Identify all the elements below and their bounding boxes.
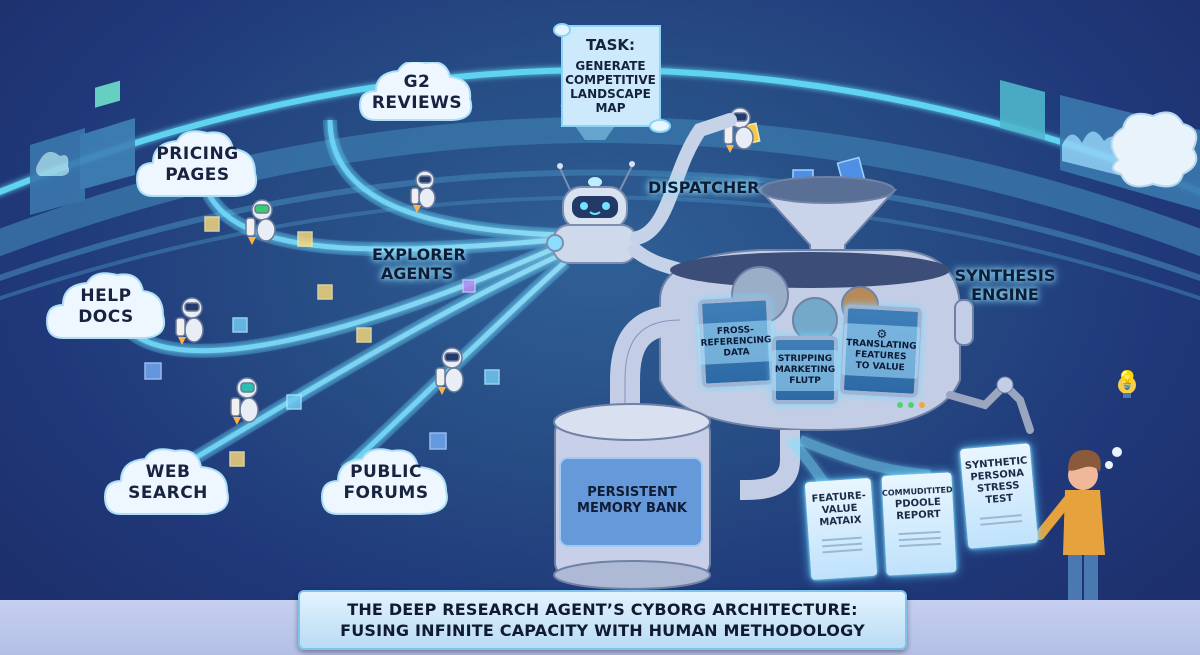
wall-screen-left: [30, 80, 135, 215]
task-scroll: TASK: GENERATE COMPETITIVE LANDSCAPE MAP: [548, 20, 673, 138]
task-heading: TASK:: [585, 36, 636, 54]
task-line: COMPETITIVE: [565, 73, 656, 87]
title-line-1: THE DEEP RESEARCH AGENT’S CYBORG ARCHITE…: [347, 600, 858, 619]
human-researcher: [1035, 111, 1198, 605]
dispatcher-label: DISPATCHER: [648, 178, 760, 197]
task-line: LANDSCAPE: [570, 87, 651, 101]
lightbulb-icon: 💡: [1116, 370, 1139, 391]
task-line: GENERATE: [575, 59, 646, 73]
memory-bank-cylinder: [553, 403, 711, 590]
task-line: MAP: [595, 101, 626, 115]
title-line-2: FUSING INFINITE CAPACITY WITH HUMAN METH…: [340, 621, 865, 640]
title-banner: THE DEEP RESEARCH AGENT’S CYBORG ARCHITE…: [298, 590, 907, 650]
explorer-agent-icons: [175, 107, 754, 425]
